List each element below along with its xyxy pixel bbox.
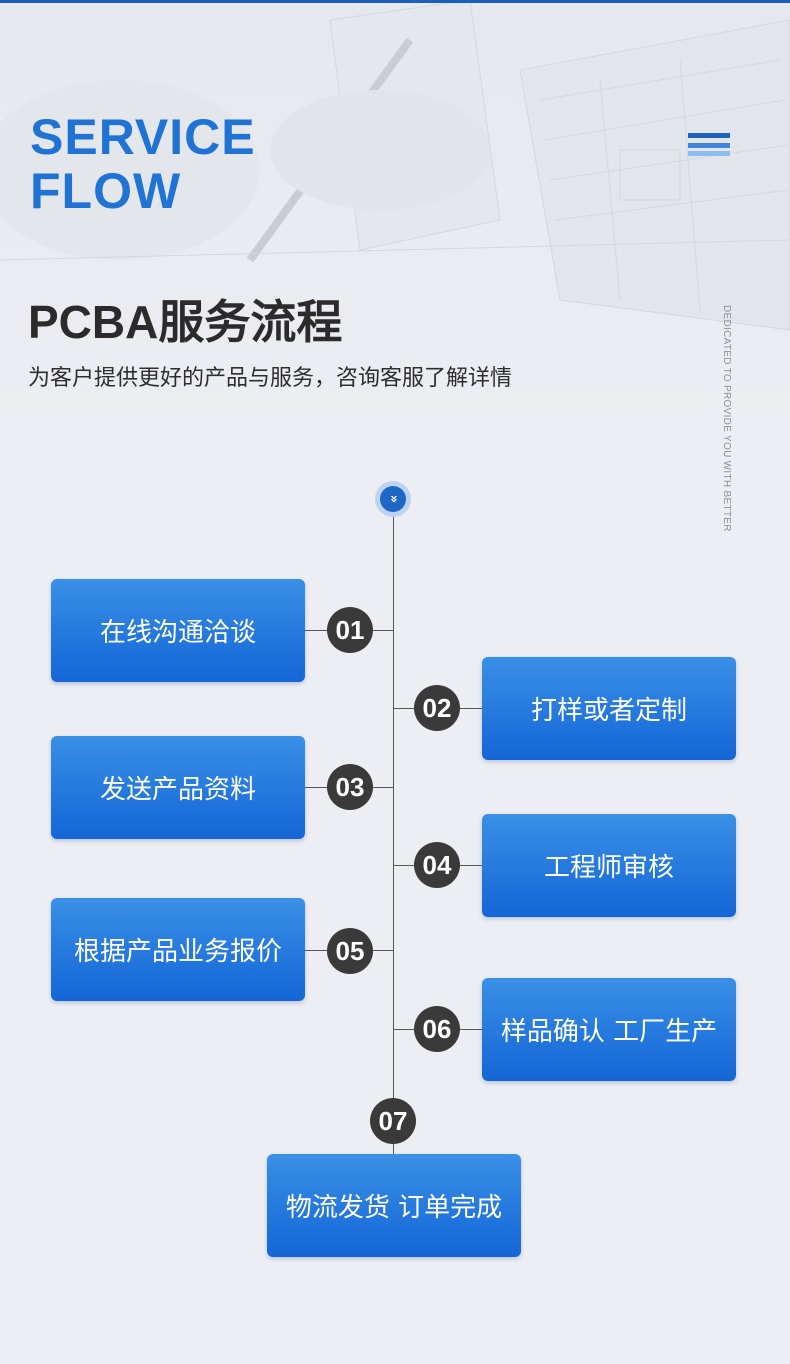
step-box-01[interactable]: 在线沟通洽谈 [51,579,305,682]
blueprint-illustration [0,0,790,331]
service-flow-title: SERVICE FLOW [30,110,256,218]
step-label: 样品确认 工厂生产 [500,1017,718,1047]
step-number-02: 02 [414,685,460,731]
menu-bar-1 [688,133,730,138]
step-box-03[interactable]: 发送产品资料 [51,736,305,839]
step-label: 根据产品业务报价 [73,937,282,967]
step-number-05: 05 [327,928,373,974]
vertical-tagline: DEDICATED TO PROVIDE YOU WITH BETTER [721,305,732,532]
step-box-06[interactable]: 样品确认 工厂生产 [482,978,736,1081]
step-number-04: 04 [414,842,460,888]
menu-icon[interactable] [688,133,730,157]
top-rule [0,0,790,3]
page-title: PCBA服务流程 [28,296,343,348]
step-box-05[interactable]: 根据产品业务报价 [51,898,305,1001]
service-title-line2: FLOW [30,163,182,219]
step-label: 物流发货 订单完成 [285,1193,503,1223]
menu-bar-2 [688,143,730,148]
step-number-06: 06 [414,1006,460,1052]
timeline-line [393,517,394,1157]
step-label: 在线沟通洽谈 [99,618,256,648]
page-subtitle: 为客户提供更好的产品与服务，咨询客服了解详情 [28,366,513,391]
menu-bar-3 [688,151,730,156]
step-box-04[interactable]: 工程师审核 [482,814,736,917]
hero-background [0,0,790,440]
step-label: 发送产品资料 [99,775,256,805]
step-label: 工程师审核 [543,853,674,883]
service-title-line1: SERVICE [30,109,256,165]
step-number-01: 01 [327,607,373,653]
timeline-start-node[interactable]: » [375,481,411,517]
chevron-double-down-icon: » [380,486,406,512]
step-number-07: 07 [370,1098,416,1144]
step-number-03: 03 [327,764,373,810]
step-box-07[interactable]: 物流发货 订单完成 [267,1154,521,1257]
step-label: 打样或者定制 [530,696,687,726]
step-box-02[interactable]: 打样或者定制 [482,657,736,760]
